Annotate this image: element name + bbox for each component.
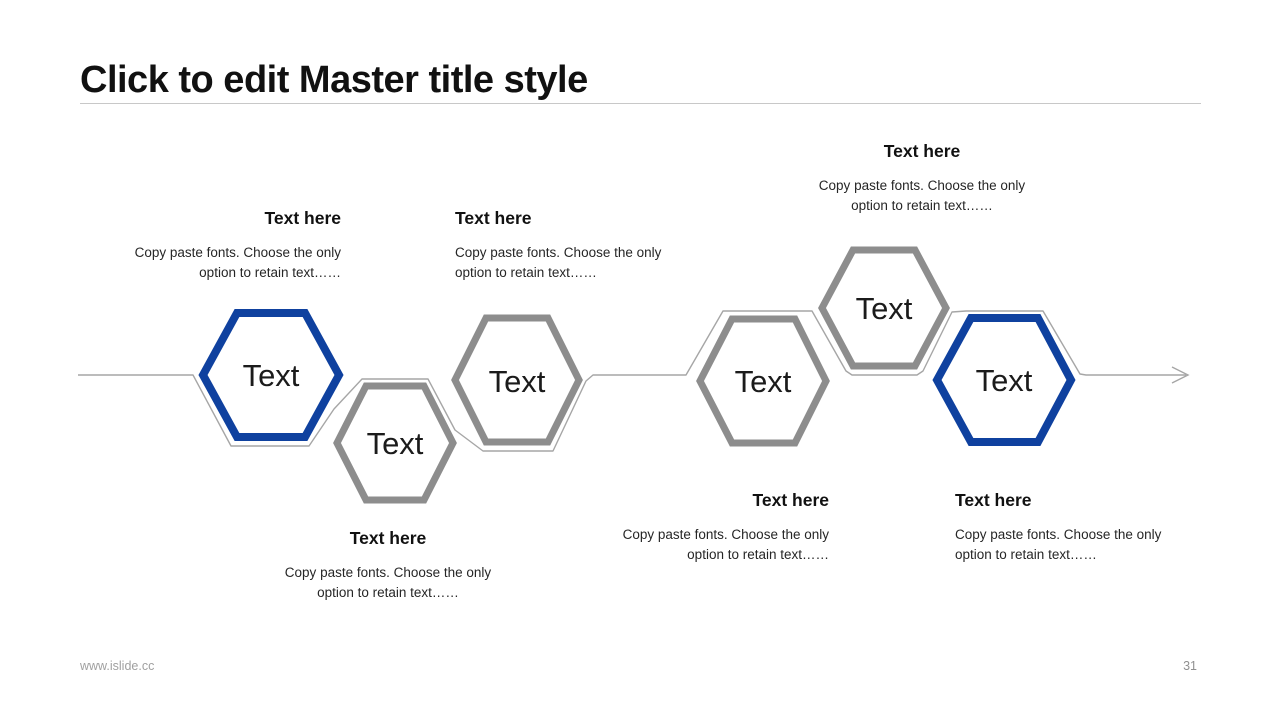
hexagon-node-5-label[interactable]: Text — [856, 291, 913, 326]
text-block-1-heading: Text here — [264, 208, 341, 228]
text-block-2-body-line2: option to retain text…… — [455, 265, 597, 280]
text-block-2[interactable]: Text here Copy paste fonts. Choose the o… — [455, 207, 685, 283]
page-number: 31 — [1183, 659, 1197, 673]
hexagon-node-2-label[interactable]: Text — [367, 426, 424, 461]
text-block-5-heading: Text here — [752, 490, 829, 510]
text-block-5-body-line2: option to retain text…… — [687, 547, 829, 562]
hexagon-node-5[interactable] — [818, 246, 950, 370]
text-block-5-body-line1: Copy paste fonts. Choose the only — [622, 527, 829, 542]
text-block-1-body-line2: option to retain text…… — [199, 265, 341, 280]
text-block-4-body-line2: option to retain text…… — [317, 585, 459, 600]
connector-line — [78, 310, 1186, 452]
text-block-6-body-line1: Copy paste fonts. Choose the only — [955, 527, 1162, 542]
text-block-2-heading: Text here — [455, 208, 532, 228]
text-block-6-heading: Text here — [955, 490, 1032, 510]
arrow-right-icon — [1171, 366, 1190, 384]
footer-url: www.islide.cc — [80, 659, 155, 673]
hexagon-node-1[interactable] — [198, 309, 344, 441]
text-block-1-body-line1: Copy paste fonts. Choose the only — [134, 245, 341, 260]
slide-title-placeholder[interactable]: Click to edit Master title style — [80, 59, 588, 101]
text-block-3-body-line1: Copy paste fonts. Choose the only — [818, 178, 1026, 193]
hexagon-node-1-label[interactable]: Text — [243, 358, 300, 393]
text-block-3[interactable]: Text here Copy paste fonts. Choose the o… — [800, 140, 1044, 216]
text-block-4[interactable]: Text here Copy paste fonts. Choose the o… — [266, 527, 510, 603]
hexagon-node-4[interactable] — [696, 315, 830, 447]
text-block-6-body-line2: option to retain text…… — [955, 547, 1097, 562]
text-block-5[interactable]: Text here Copy paste fonts. Choose the o… — [600, 489, 829, 565]
hexagon-node-2[interactable] — [333, 382, 457, 504]
text-block-1[interactable]: Text here Copy paste fonts. Choose the o… — [115, 207, 341, 283]
hexagon-node-3[interactable] — [451, 314, 583, 446]
hexagon-node-4-label[interactable]: Text — [735, 364, 792, 399]
hexagon-node-6-label[interactable]: Text — [976, 363, 1033, 398]
text-block-3-body-line2: option to retain text…… — [851, 198, 993, 213]
text-block-2-body-line1: Copy paste fonts. Choose the only — [455, 245, 662, 260]
title-divider-line — [80, 103, 1201, 104]
text-block-4-heading: Text here — [349, 528, 427, 548]
text-block-4-body-line1: Copy paste fonts. Choose the only — [284, 565, 492, 580]
hexagon-node-6[interactable] — [932, 314, 1076, 446]
text-block-3-heading: Text here — [883, 141, 961, 161]
hexagon-node-3-label[interactable]: Text — [489, 364, 546, 399]
text-block-6[interactable]: Text here Copy paste fonts. Choose the o… — [955, 489, 1183, 565]
